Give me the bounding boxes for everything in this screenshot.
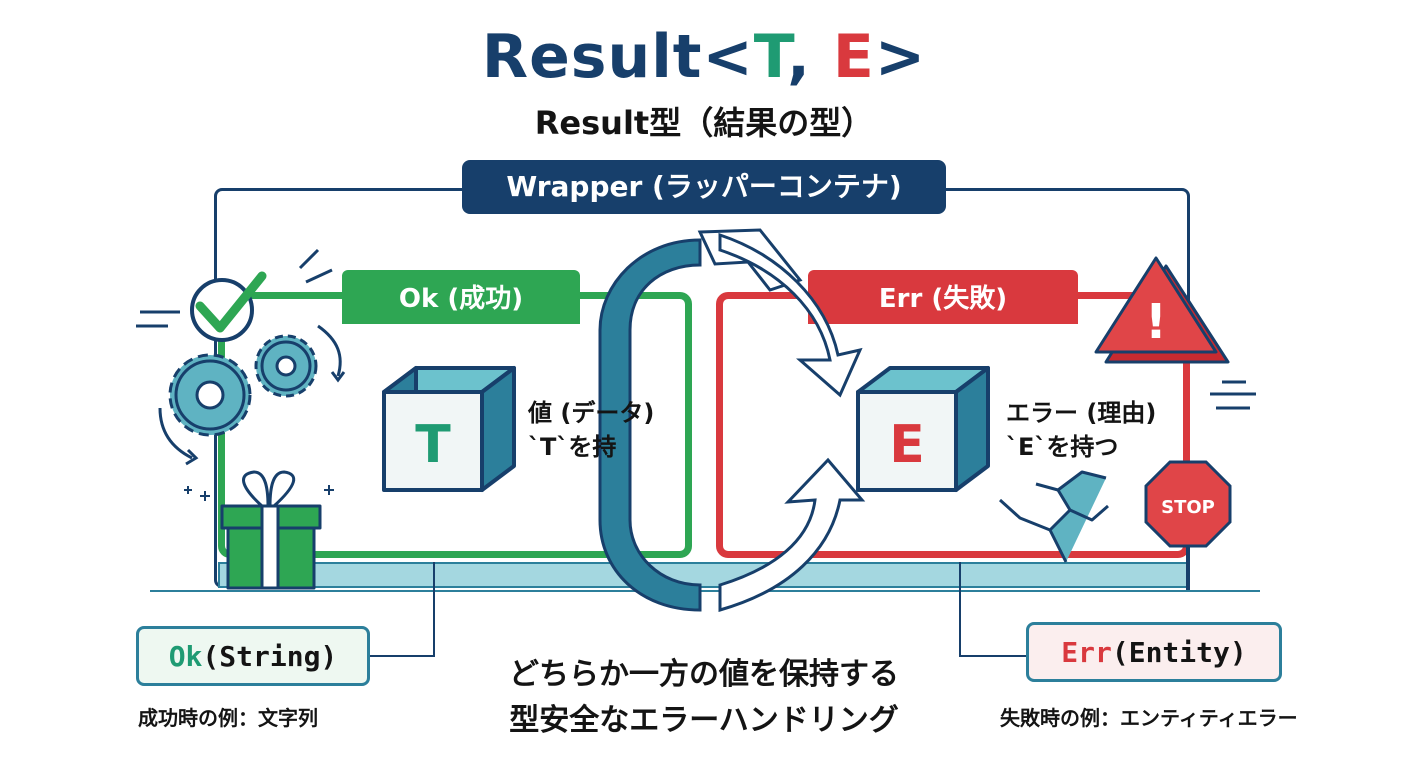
gears-icon xyxy=(158,324,346,466)
e-cube-icon xyxy=(856,366,990,492)
err-desc-line1: エラー (理由) xyxy=(1006,399,1157,427)
crack-icon xyxy=(998,470,1109,563)
cycle-arrows-icon xyxy=(598,228,866,612)
gift-icon xyxy=(184,470,334,590)
svg-text:STOP: STOP xyxy=(1161,497,1215,518)
floor-line xyxy=(150,590,1260,592)
center-caption-line2: 型安全なエラーハンドリング xyxy=(509,703,899,738)
err-desc-line2: `E`を持つ xyxy=(1006,433,1119,461)
err-cube-letter: E xyxy=(889,415,925,475)
title-type-e: E xyxy=(832,22,875,92)
ok-code-example: Ok(String) xyxy=(136,626,370,686)
center-caption-line1: どちらか一方の値を保持する xyxy=(509,657,899,692)
svg-text:!: ! xyxy=(1145,294,1167,350)
ok-desc-line2: `T`を持 xyxy=(528,433,617,461)
base-bar xyxy=(218,562,1190,588)
ok-cube-letter: T xyxy=(415,415,451,475)
err-caption: 失敗時の例：エンティティエラー xyxy=(1000,706,1298,730)
title-type-t: T xyxy=(753,22,788,92)
err-tab-label: Err (失敗) xyxy=(808,270,1078,324)
ok-description: 値 (データ) `T`を持 xyxy=(528,396,654,464)
ok-tab-label: Ok (成功) xyxy=(342,270,580,324)
t-cube-icon xyxy=(382,366,516,492)
err-code-example: Err(Entity) xyxy=(1026,622,1282,682)
warning-icon: ! xyxy=(1094,256,1256,410)
checkmark-icon xyxy=(136,248,333,342)
center-caption: どちらか一方の値を保持する 型安全なエラーハンドリング xyxy=(454,652,954,744)
page-title: Result<T, E> xyxy=(481,22,927,92)
stop-sign-icon: STOP xyxy=(1144,460,1232,590)
ok-connector xyxy=(370,562,435,657)
err-description: エラー (理由) `E`を持つ xyxy=(1006,396,1156,464)
page-subtitle: Result型（結果の型） xyxy=(534,104,874,142)
ok-caption: 成功時の例：文字列 xyxy=(138,706,318,730)
wrapper-label: Wrapper (ラッパーコンテナ) xyxy=(462,160,946,214)
err-connector xyxy=(959,562,1026,657)
ok-desc-line1: 値 (データ) xyxy=(528,399,655,427)
